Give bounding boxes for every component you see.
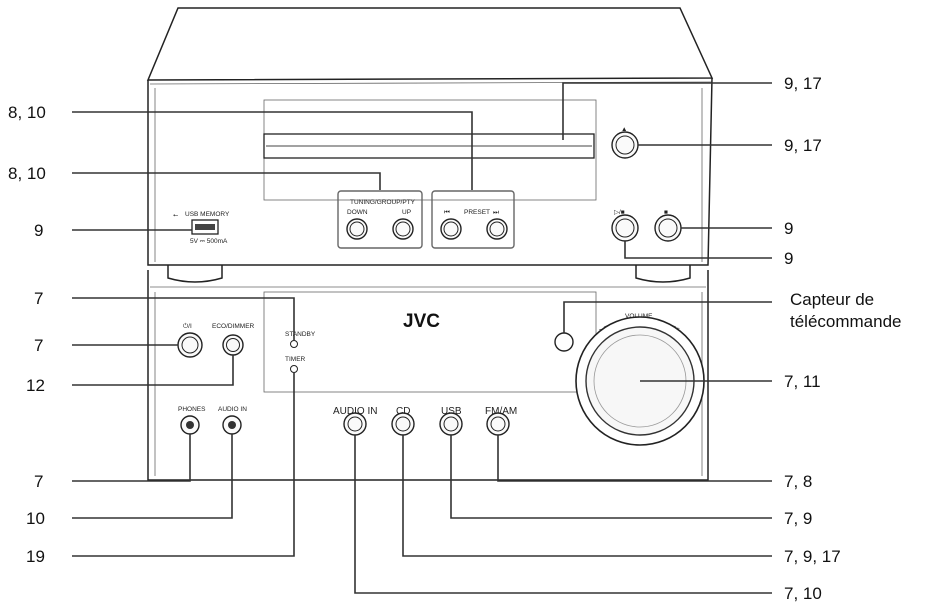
callout-right-sensor-line1: Capteur de (790, 290, 874, 309)
standby-label: STANDBY (285, 331, 316, 338)
cd-source-button[interactable] (391, 412, 415, 436)
eject-button-ring (615, 135, 635, 155)
usb-symbol-icon: ⭠ (173, 212, 178, 219)
amp-display-window (263, 291, 597, 393)
eco-dimmer-button-ring (226, 338, 240, 352)
preset-label: PRESET (464, 209, 490, 216)
eject-icon: ▲ (621, 126, 627, 133)
cd-unit-foot-left (167, 265, 223, 283)
audio-in-jack-label: AUDIO IN (218, 406, 247, 413)
usb-source-button-ring (443, 416, 459, 432)
stop-icon: ■ (664, 209, 668, 216)
timer-label: TIMER (285, 356, 306, 363)
leader-cd (402, 435, 772, 557)
callout-left-timer: 19 (26, 547, 45, 566)
leader-usb-source (450, 435, 772, 519)
timer-indicator (290, 365, 298, 373)
usb-power-label: 5V ⎓ 500mA (190, 238, 228, 245)
leader-play-pause (624, 241, 772, 259)
callout-left-phones: 7 (34, 472, 43, 491)
callout-left-tuning: 8, 10 (8, 164, 46, 183)
callout-left-preset: 8, 10 (8, 103, 46, 122)
callout-right-sensor-line2: télécommande (790, 312, 902, 331)
preset-prev-button-ring (443, 221, 459, 237)
cd-source-label: CD (396, 406, 410, 417)
fm-am-source-button[interactable] (486, 412, 510, 436)
tuning-group-label: TUNING/GROUP/PTY (350, 199, 416, 206)
leader-remote-sensor (563, 301, 772, 333)
callout-right-disc-slot: 9, 17 (784, 74, 822, 93)
callout-right-volume: 7, 11 (784, 372, 821, 391)
standby-indicator (290, 340, 298, 348)
down-label: DOWN (347, 209, 368, 216)
usb-port-inner (195, 224, 215, 230)
usb-memory-label: USB MEMORY (185, 211, 230, 218)
play-pause-icon: ▷/■ (614, 209, 625, 216)
remote-sensor (554, 332, 574, 352)
next-track-icon: ⏭ (493, 209, 499, 216)
fm-am-source-button-ring (490, 416, 506, 432)
callout-left-usb: 9 (34, 221, 43, 240)
left-callouts: 8, 10 8, 10 9 7 7 12 7 10 19 (8, 103, 46, 566)
audio-in-source-label: AUDIO IN (333, 406, 377, 417)
leader-audio-in-jack (72, 434, 233, 519)
brand-logo: JVC (403, 311, 440, 332)
phones-label: PHONES (178, 406, 206, 413)
cd-unit: ⭠ USB MEMORY 5V ⎓ 500mA TUNING/GROUP/PTY… (146, 7, 714, 283)
callout-right-cd: 7, 9, 17 (784, 547, 841, 566)
preset-next-button-ring (489, 221, 505, 237)
power-button-ring (181, 336, 199, 354)
callout-right-fm-am: 7, 8 (784, 472, 812, 491)
usb-source-label: USB (441, 406, 462, 417)
usb-source-button[interactable] (439, 412, 463, 436)
leader-lines (72, 82, 772, 594)
callout-right-usb: 7, 9 (784, 509, 812, 528)
leader-standby (72, 297, 295, 340)
tuning-down-button-ring (349, 221, 365, 237)
fm-am-source-label: FM/AM (485, 406, 517, 417)
leader-audio-in-source (354, 435, 772, 594)
leader-tuning (72, 172, 381, 190)
cd-source-button-ring (395, 416, 411, 432)
tuning-up-button-ring (395, 221, 411, 237)
play-pause-button-ring (615, 218, 635, 238)
leader-fm-am (497, 435, 772, 482)
eco-dimmer-label: ECO/DIMMER (212, 323, 255, 330)
stop-button-ring (658, 218, 678, 238)
callout-left-audio-in: 10 (26, 509, 45, 528)
power-symbol-icon: ⏻/I (183, 323, 192, 330)
callout-right-stop: 9 (784, 219, 793, 238)
callout-right-audio-in: 7, 10 (784, 584, 822, 603)
callout-right-eject: 9, 17 (784, 136, 822, 155)
tuning-group-box (337, 190, 423, 249)
callout-left-eco: 12 (26, 376, 45, 395)
leader-disc-slot (562, 82, 772, 140)
cd-unit-lid (146, 7, 714, 81)
leader-phones (72, 434, 191, 482)
leader-eco (72, 355, 234, 386)
audio-in-source-button-ring (347, 416, 363, 432)
callout-right-play-pause: 9 (784, 249, 793, 268)
cd-unit-foot-right (635, 265, 691, 283)
right-callouts: 9, 17 9, 17 9 9 Capteur de télécommande … (784, 74, 902, 603)
audio-in-jack-hole (228, 421, 236, 429)
up-label: UP (402, 209, 411, 216)
audio-in-source-button[interactable] (343, 412, 367, 436)
leader-preset (72, 111, 473, 190)
amp-unit: JVC ⏻/I ECO/DIMMER STANDBY TIMER VOLUME … (147, 270, 709, 481)
callout-left-standby: 7 (34, 289, 43, 308)
preset-group-box (431, 190, 515, 249)
phones-jack-hole (186, 421, 194, 429)
amp-unit-body (147, 270, 709, 481)
leader-timer (72, 373, 295, 557)
callout-left-power: 7 (34, 336, 43, 355)
prev-track-icon: ⏮ (444, 209, 450, 216)
